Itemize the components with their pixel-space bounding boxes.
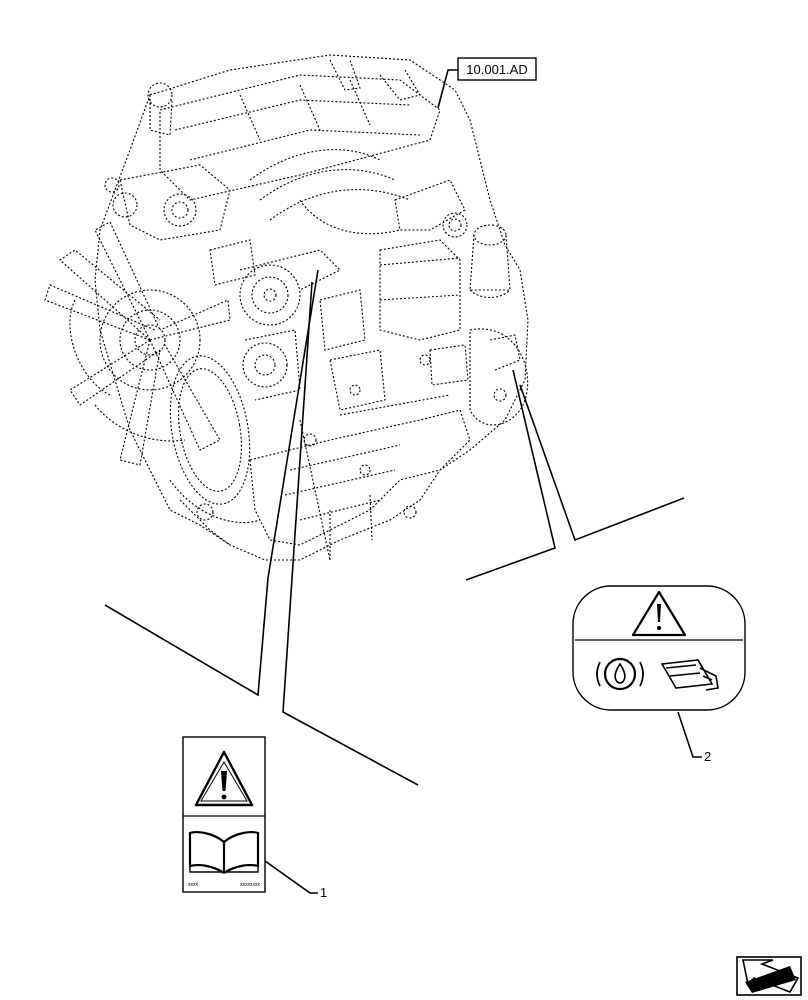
warning-decal-2 xyxy=(572,585,746,711)
callout-number-1: 1 xyxy=(320,885,327,900)
fan xyxy=(44,221,231,466)
leader-lines xyxy=(104,69,702,894)
callout-number-2: 2 xyxy=(704,749,711,764)
reference-label: 10.001.AD xyxy=(457,57,537,81)
read-manual-hand-icon xyxy=(660,659,719,691)
fluid-pressure-icon xyxy=(596,657,644,691)
warning-triangle-icon xyxy=(194,750,254,807)
warning-triangle-icon xyxy=(631,590,687,637)
warning-decal-1: xxxx xxxxxxxx xyxy=(182,736,266,893)
reference-label-text: 10.001.AD xyxy=(466,62,527,77)
navigation-arrow-icon[interactable] xyxy=(736,956,802,996)
decal-1-footer-left: xxxx xyxy=(188,882,199,888)
decal-1-footer-right: xxxxxxxx xyxy=(240,882,261,888)
engine-illustration xyxy=(44,54,529,561)
operators-manual-icon xyxy=(188,831,260,874)
